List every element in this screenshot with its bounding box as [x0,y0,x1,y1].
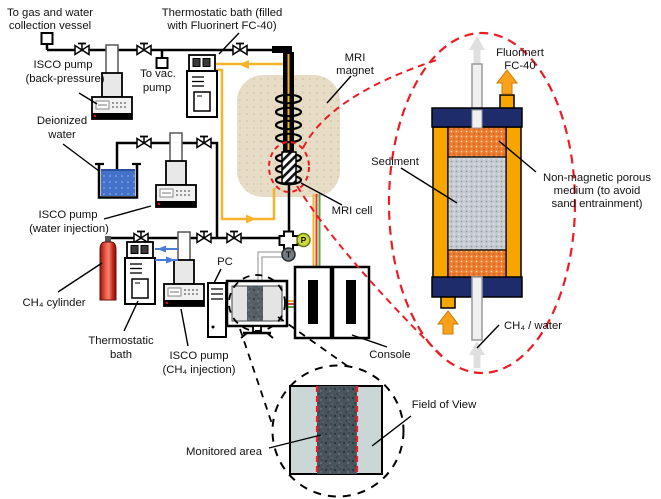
flow-arrow-left-icon [239,60,249,69]
monitored-area-band [317,386,357,474]
outflow-arrow-icon [469,36,485,64]
svg-text:(back-pressure): (back-pressure) [25,73,104,85]
thermostatic-bath-fluorinert [186,54,218,118]
label-thermostatic-bath-mri: Thermostatic bath (filled [162,7,283,19]
label-pointers [57,32,537,449]
svg-text:with Fluorinert FC-40): with Fluorinert FC-40) [166,20,276,32]
svg-text:bath: bath [110,349,132,361]
cell-detail-ellipse [387,31,577,375]
coolant-arrow-right-icon [166,256,175,264]
cell-detail [431,36,523,368]
temperature-sensor: T [281,247,296,262]
isco-pump-ch4 [163,231,205,307]
label-ch4-cylinder: CH₄ cylinder [23,297,86,309]
svg-text:FC-40: FC-40 [504,60,535,72]
rf-cables [312,194,321,267]
fluorinert-out-arrow-icon [495,69,519,95]
monitor-mri-image [247,286,263,321]
console-cabinets [293,265,371,340]
temperature-sensor-label: T [286,250,292,260]
fluorinert-flow-arrows [239,60,256,224]
pressure-sensor-label: P [301,235,307,245]
fluorinert-inlet-fitting [440,296,456,309]
porous-medium-top [447,126,507,158]
label-ch4-water: CH₄ / water [504,320,562,332]
fluorinert-in-arrow-icon [436,310,460,335]
label-thermostatic-bath2: Thermostatic [88,335,154,347]
fluorinert-outlet-fitting [499,94,515,109]
center-tube-bottom [471,276,483,341]
mri-cell-highlight-circle [268,141,310,193]
svg-text:magnet: magnet [336,65,375,77]
svg-text:(CH₄ injection): (CH₄ injection) [162,364,235,376]
field-of-view-zoom [271,364,405,498]
monitor-zoom-link [228,274,357,425]
label-console: Console [369,349,410,361]
ch4-cylinder [99,236,117,301]
label-isco-ch4: ISCO pump [169,350,228,362]
label-isco-water: ISCO pump [38,209,97,221]
cross-junction [278,230,299,251]
deionized-water-beaker [95,162,141,199]
collection-vessel-port [40,32,54,45]
inflow-arrow-icon [469,341,485,368]
svg-text:water: water [47,129,76,141]
label-vac-pump: To vac. [140,68,176,80]
flow-arrow-right-icon [246,214,256,224]
sensor-cables [257,251,283,282]
mri-cell-sample [281,151,297,184]
coolant-arrow-left-icon [157,245,166,253]
label-deionized-water: Deionized [37,115,87,127]
svg-text:pump: pump [143,82,171,94]
thermostatic-bath-small [124,241,156,305]
vacuum-port [155,57,169,69]
pressure-sensor: P [296,232,311,248]
diagram-labels: To gas and water collection vessel Therm… [7,7,651,458]
svg-text:medium (to avoid: medium (to avoid [554,185,641,197]
sediment-region [447,156,507,251]
label-fluorinert: Fluorinert [496,47,545,59]
porous-medium-bottom [447,249,507,279]
label-field-of-view: Field of View [412,399,477,411]
label-monitored-area: Monitored area [186,446,263,458]
label-mri-cell: MRI cell [332,205,373,217]
pc-workstation [207,279,289,339]
label-pc: PC [217,256,233,268]
zoom-highlights [268,31,577,474]
label-porous-medium: Non-magnetic porous [543,172,651,184]
label-mri-magnet: MRI [345,52,366,64]
label-isco-backpressure: ISCO pump [33,59,92,71]
label-collection-vessel: To gas and water [7,7,93,19]
svg-text:sand entrainment): sand entrainment) [551,198,642,210]
label-sediment: Sediment [371,156,420,168]
cell-wall-left [432,126,449,279]
pc-tower [207,282,227,338]
svg-text:(water injection): (water injection) [29,223,109,235]
mri-cell-column [272,46,303,186]
svg-text:collection vessel: collection vessel [9,20,91,32]
